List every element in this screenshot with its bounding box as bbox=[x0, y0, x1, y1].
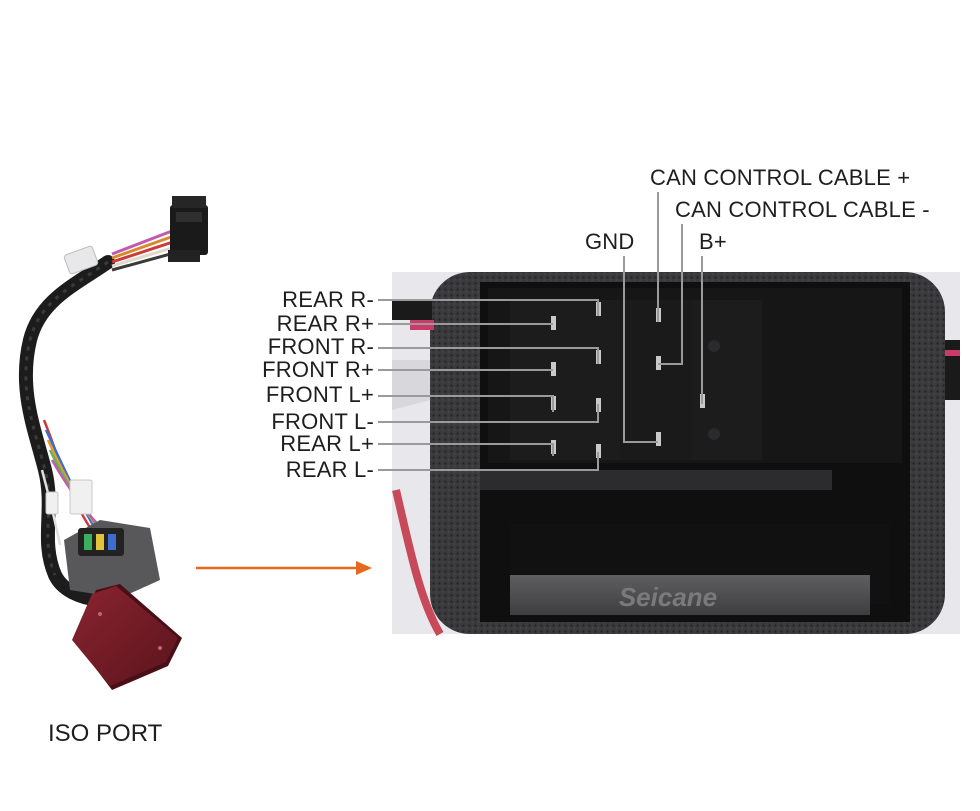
label-rear-l-minus: REAR L- bbox=[285, 457, 374, 482]
pin-cavity-grid bbox=[510, 300, 762, 460]
keying-hole-2 bbox=[708, 428, 720, 440]
leader-front-l-plus bbox=[378, 395, 554, 412]
label-rear-r-plus: REAR R+ bbox=[276, 311, 374, 336]
label-can-control-cable-plus: CAN CONTROL CABLE + bbox=[650, 165, 911, 190]
label-rear-r-minus: REAR R- bbox=[282, 287, 374, 312]
label-can-control-cable-minus: CAN CONTROL CABLE - bbox=[675, 197, 930, 222]
top-connector bbox=[168, 196, 208, 262]
label-gnd: GND bbox=[585, 229, 635, 254]
label-b-plus: B+ bbox=[699, 229, 727, 254]
leader-rear-l-plus bbox=[378, 443, 554, 456]
can-decoder-box bbox=[72, 584, 182, 690]
wiring-harness bbox=[18, 196, 208, 690]
pin-rear-r-plus bbox=[551, 316, 556, 330]
wire-label-tag-2 bbox=[45, 491, 59, 515]
leader-lines bbox=[378, 192, 703, 471]
cable-tag bbox=[63, 245, 99, 275]
pin-front-r-plus bbox=[551, 362, 556, 376]
leader-front-l-minus bbox=[378, 404, 599, 423]
harness-main-cable bbox=[18, 255, 115, 607]
connector-photo: Seicane bbox=[392, 272, 960, 637]
leader-gnd bbox=[623, 256, 658, 443]
keying-hole bbox=[708, 340, 720, 352]
red-cable bbox=[392, 489, 444, 637]
leader-front-r-minus bbox=[378, 347, 599, 364]
pointer-arrow bbox=[196, 561, 372, 575]
iso-connector bbox=[64, 520, 160, 598]
label-front-l-minus: FRONT L- bbox=[271, 409, 374, 434]
label-front-r-plus: FRONT R+ bbox=[262, 357, 374, 382]
leader-can-minus bbox=[658, 224, 683, 365]
iso-port-caption: ISO PORT bbox=[48, 720, 163, 747]
leader-rear-l-minus bbox=[378, 452, 599, 471]
leader-rear-r-minus bbox=[378, 299, 599, 316]
label-rear-l-plus: REAR L+ bbox=[280, 431, 374, 456]
label-front-l-plus: FRONT L+ bbox=[265, 382, 374, 407]
wire-label-tag bbox=[69, 479, 93, 515]
pin-rear-l-minus bbox=[596, 444, 601, 458]
label-front-r-minus: FRONT R- bbox=[267, 334, 374, 359]
pin-gnd bbox=[656, 432, 661, 446]
seicane-watermark: Seicane bbox=[619, 582, 717, 612]
